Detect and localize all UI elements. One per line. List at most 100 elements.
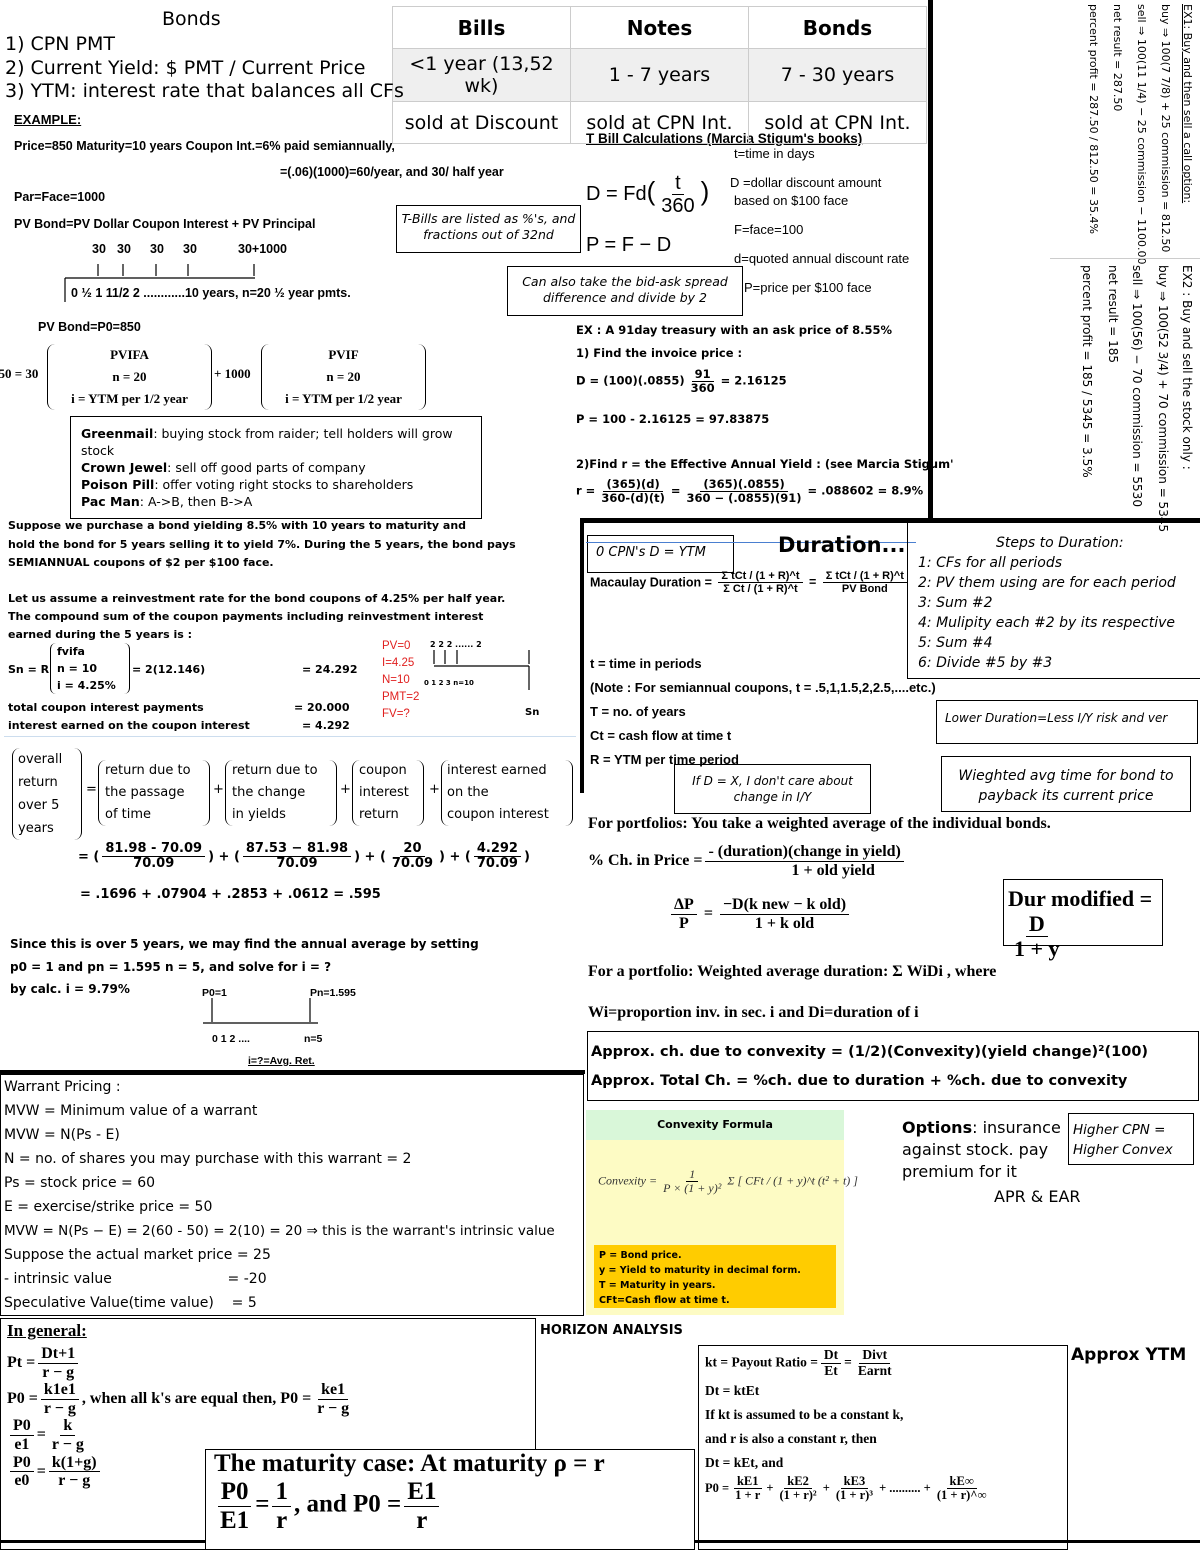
example-label: EXAMPLE: (14, 112, 82, 127)
tbill-def: D =dollar discount amount (730, 175, 882, 190)
interest-label: interest earned on the coupon interest (8, 719, 250, 732)
calc-timeline-top: 2 2 2 ...... 2 (430, 640, 482, 649)
warrant-pricing-box: Warrant Pricing : MVW = Minimum value of… (0, 1074, 584, 1316)
duration-title: Duration... (778, 533, 906, 557)
zero-cpn-note: 0 CPN's D = YTM (587, 535, 734, 573)
tl-n: n=5 (304, 1033, 323, 1045)
ex2-line: percent profit = 185 / 5345 = 3.5% (1080, 265, 1094, 478)
bonds-item: 1) CPN PMT (5, 33, 115, 55)
tbill-def: P=price per $100 face (744, 280, 872, 295)
cash-flow: 30+1000 (238, 242, 288, 256)
tbill-p-formula: P = F − D (586, 234, 672, 256)
pvifa-block: PVIFA n = 20 i = YTM per 1/2 year (47, 344, 212, 410)
defense-item: Crown Jewel: sell off good parts of comp… (81, 460, 366, 475)
tbill-def: F=face=100 (734, 222, 804, 237)
higher-cpn-note: Higher CPN =Higher Convex (1068, 1113, 1194, 1165)
option-examples-rotated: EX1: Buy and then sell a call option: bu… (1050, 0, 1200, 532)
horizon-analysis-title: HORIZON ANALYSIS (540, 1323, 683, 1338)
divider (580, 518, 584, 793)
total-label: total coupon interest payments (8, 701, 204, 714)
divider (928, 0, 933, 522)
bid-ask-note: Can also take the bid-ask spread differe… (507, 266, 743, 316)
horizon-intro: Suppose we purchase a bond yielding 8.5%… (8, 519, 516, 569)
pvifa-i: i = YTM per 1/2 year (71, 391, 188, 406)
divider (0, 1070, 585, 1074)
ex1-title: EX1: Buy and then sell a call option: (1181, 4, 1194, 204)
calc-timeline (433, 650, 530, 690)
bonds-item: 3) YTM: interest rate that balances all … (5, 80, 404, 102)
steps-to-duration-box: Steps to Duration: 1: CFs for all period… (907, 522, 1200, 679)
tbills-note: T-Bills are listed as %'s, and fractions… (396, 205, 581, 253)
options-definition: Options: insurance against stock. pay pr… (902, 1118, 1061, 1181)
cash-flow: 30 (183, 242, 197, 256)
timeline-arrows (64, 264, 255, 302)
cell: <1 year (13,52 wk) (392, 48, 571, 102)
total-value: = 20.000 (294, 701, 350, 714)
plus-sign: + (213, 782, 224, 797)
portfolio-defs: Wi=proportion inv. in sec. i and Di=dura… (588, 1004, 919, 1021)
cash-flow: 30 (150, 242, 164, 256)
portfolio-weighted: For a portfolio: Weighted average durati… (588, 963, 997, 980)
portfolios-text: For portfolios: You take a weighted aver… (588, 815, 1051, 832)
pvif-block: PVIF n = 20 i = YTM per 1/2 year (261, 344, 426, 410)
header-bonds: Bonds (748, 6, 927, 49)
lower-duration-note: Lower Duration=Less I/Y risk and ver (936, 700, 1198, 744)
ex1-line: net result = 287.50 (1111, 4, 1124, 112)
tbill-def: t=time in days (734, 146, 815, 161)
example-line: Price=850 Maturity=10 years Coupon Int.=… (14, 139, 395, 153)
pvifa-n: n = 20 (112, 369, 147, 384)
bonds-title: Bonds (162, 8, 221, 30)
tl-p0: P0=1 (202, 987, 227, 999)
tl-ticks: 0 1 2 .... (212, 1033, 250, 1045)
tl-label: i=?=Avg. Ret. (248, 1055, 315, 1067)
cell: sold at Discount (392, 101, 571, 144)
defense-item: Greenmail: buying stock from raider; tel… (81, 426, 453, 458)
plus-principal: + 1000 (214, 366, 251, 381)
pvif-n: n = 20 (326, 369, 361, 384)
pvifa-label: PVIFA (110, 347, 149, 362)
calc-timeline-bottom: 0 1 2 3 n=10 (424, 679, 474, 687)
equals-sign: = (86, 782, 97, 797)
tbill-r-calc: r =(365)(d)360-(d)(t)=(365)(.0855)360 − … (576, 477, 924, 505)
tbill-step: 1) Find the invoice price : (576, 346, 743, 360)
tbill-step: 2)Find r = the Effective Annual Yield : … (576, 457, 954, 471)
ex2-line: buy ⇒ 100(52 3/4) + 70 commission = 5345 (1156, 265, 1170, 533)
cash-flow: 30 (117, 242, 131, 256)
example-line: =(.06)(1000)=60/year, and 30/ half year (280, 165, 504, 179)
calc-sn: Sn (525, 707, 540, 718)
sum-line: = .1696 + .07904 + .2853 + .0612 = .595 (80, 887, 381, 902)
timeline-labels: 0 ½ 1 11/2 2 ............10 years, n=20 … (71, 286, 351, 300)
ex1-line: buy ⇒ 100(7 7/8) + 25 commission = 812.5… (1159, 4, 1172, 253)
approx-ytm: Approx YTM (1071, 1345, 1187, 1365)
ex2-line: net result = 185 (1106, 265, 1120, 364)
section-divider (4, 736, 576, 737)
divider (580, 518, 1200, 523)
cell: 7 - 30 years (748, 48, 927, 102)
convexity-title: Convexity Formula (586, 1110, 844, 1140)
header-notes: Notes (570, 6, 749, 49)
defense-item: Poison Pill: offer voting right stocks t… (81, 477, 414, 492)
avg-return-timeline (203, 998, 318, 1024)
interest-value: = 4.292 (302, 719, 350, 732)
apr-ear: APR & EAR (994, 1187, 1081, 1206)
plus-sign: + (340, 782, 351, 797)
sn-mid: = 2(12.146) (132, 663, 206, 676)
